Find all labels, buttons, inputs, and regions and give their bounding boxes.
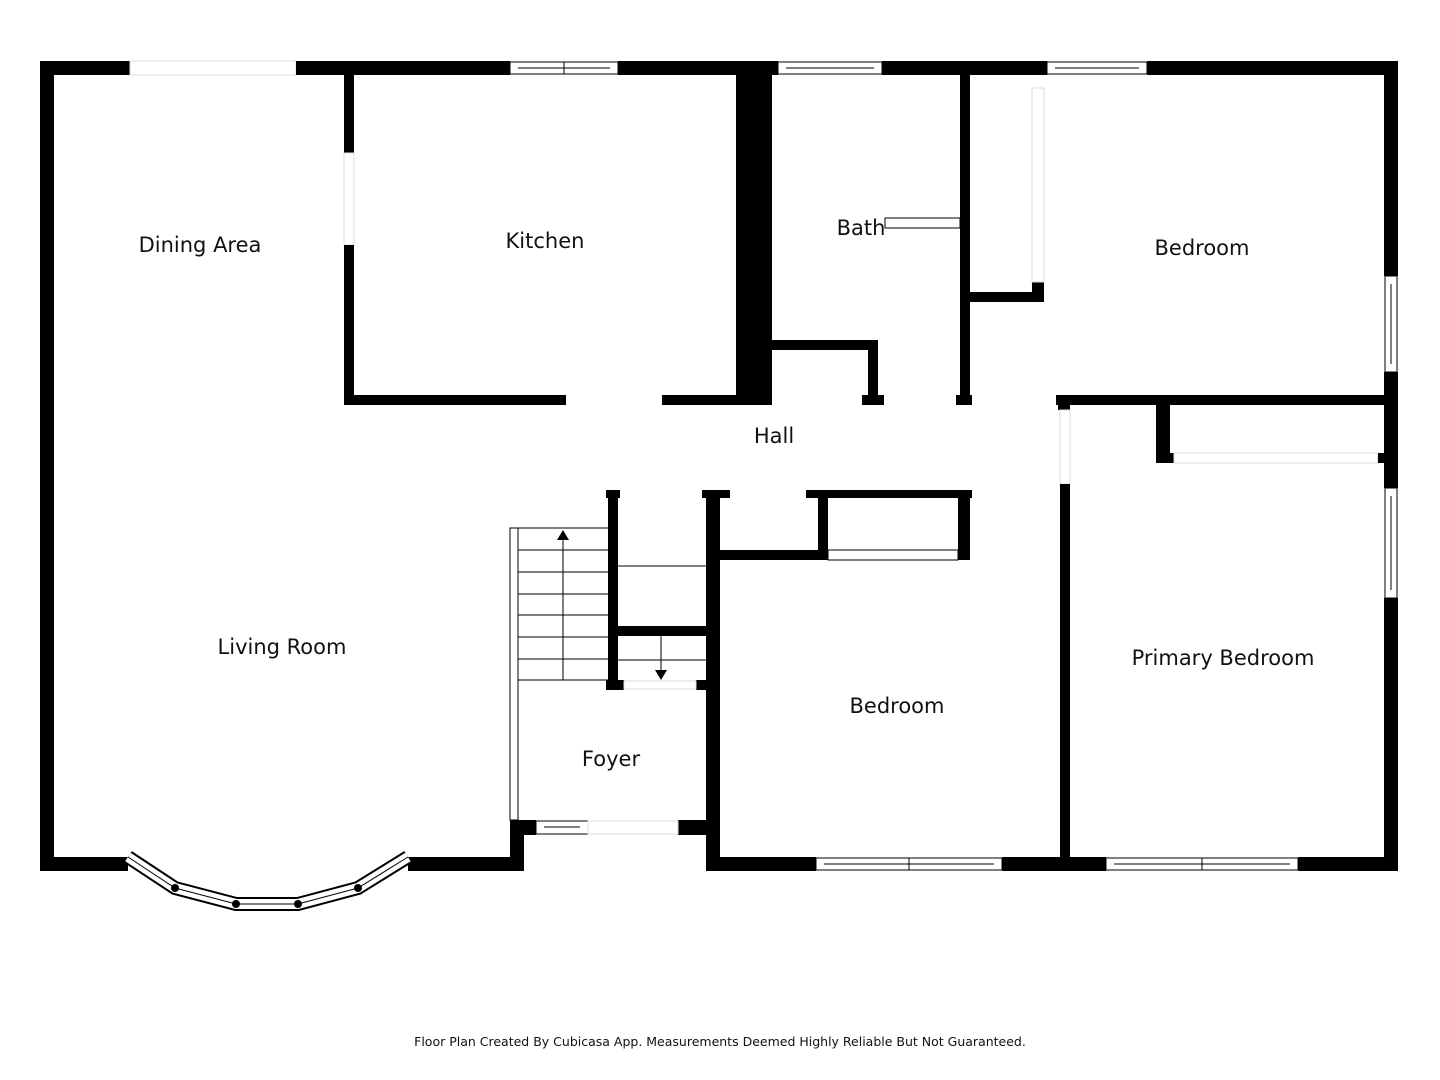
room-label-bedroom-ne: Bedroom xyxy=(1154,236,1250,260)
windows xyxy=(509,61,1398,871)
stairs-up-arrow-icon xyxy=(557,530,569,540)
room-label-primary: Primary Bedroom xyxy=(1131,646,1315,670)
room-label-kitchen: Kitchen xyxy=(505,229,585,253)
stairs xyxy=(509,527,667,821)
room-label-foyer: Foyer xyxy=(581,747,641,771)
room-label-bath: Bath xyxy=(836,216,886,240)
bay-window xyxy=(124,851,412,911)
room-label-living: Living Room xyxy=(217,635,347,659)
walls xyxy=(40,60,1398,871)
room-label-bedroom-s: Bedroom xyxy=(849,694,945,718)
room-label-hall: Hall xyxy=(753,424,795,448)
footer-disclaimer: Floor Plan Created By Cubicasa App. Meas… xyxy=(414,1034,1026,1049)
stairs-down-arrow-icon xyxy=(655,670,667,680)
room-label-dining: Dining Area xyxy=(138,233,262,257)
